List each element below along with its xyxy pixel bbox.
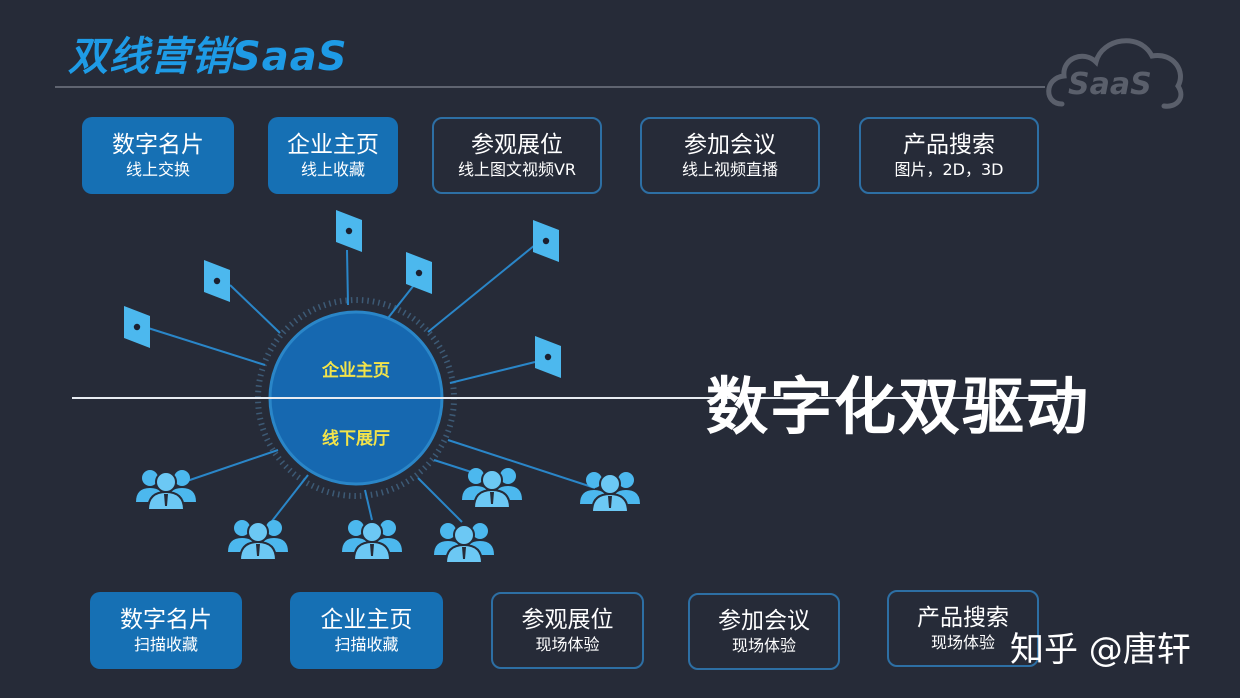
box-title: 产品搜索 xyxy=(917,604,1009,631)
bottom-box-conference[interactable]: 参加会议 现场体验 xyxy=(688,593,840,670)
title-divider xyxy=(55,86,1045,88)
device-node-icon[interactable] xyxy=(124,306,150,348)
device-node-icon[interactable] xyxy=(533,220,559,262)
box-title: 数字名片 xyxy=(112,131,204,158)
box-title: 企业主页 xyxy=(320,606,413,633)
bottom-box-booth-visit[interactable]: 参观展位 现场体验 xyxy=(491,592,644,669)
top-box-business-card[interactable]: 数字名片 线上交换 xyxy=(82,117,234,194)
bottom-box-business-card[interactable]: 数字名片 扫描收藏 xyxy=(90,592,242,669)
people-group-icon[interactable] xyxy=(227,519,289,561)
box-subtitle: 现场体验 xyxy=(731,635,796,655)
box-title: 产品搜索 xyxy=(903,131,995,158)
offline-nodes xyxy=(135,467,641,564)
top-box-product-search[interactable]: 产品搜索 图片，2D，3D xyxy=(859,117,1039,194)
box-title: 数字名片 xyxy=(120,606,212,633)
box-title: 参观展位 xyxy=(471,131,563,158)
people-group-icon[interactable] xyxy=(461,467,523,509)
box-subtitle: 现场体验 xyxy=(535,634,600,654)
box-subtitle: 图片，2D，3D xyxy=(894,159,1004,179)
cloud-label: SaaS xyxy=(1068,67,1152,102)
box-title: 企业主页 xyxy=(287,131,379,158)
bottom-box-company-page[interactable]: 企业主页 扫描收藏 xyxy=(290,592,443,669)
online-spokes xyxy=(147,244,536,384)
device-node-icon[interactable] xyxy=(406,252,432,294)
people-group-icon[interactable] xyxy=(433,522,495,564)
device-node-icon[interactable] xyxy=(336,210,362,252)
box-subtitle: 线上图文视频VR xyxy=(457,159,577,179)
box-subtitle: 线上收藏 xyxy=(300,159,365,179)
saas-cloud-icon: SaaS xyxy=(1046,38,1184,109)
headline: 数字化双驱动 xyxy=(706,370,1091,443)
people-group-icon[interactable] xyxy=(579,471,641,513)
box-title: 参加会议 xyxy=(718,607,810,634)
box-title: 参加会议 xyxy=(684,131,776,158)
top-box-booth-visit[interactable]: 参观展位 线上图文视频VR xyxy=(432,117,602,194)
box-subtitle: 线上视频直播 xyxy=(681,159,778,179)
page-title: 双线营销SaaS xyxy=(68,34,348,80)
box-subtitle: 线上交换 xyxy=(125,159,190,179)
bottom-box-product-search[interactable]: 产品搜索 现场体验 xyxy=(887,590,1039,667)
box-subtitle: 扫描收藏 xyxy=(334,634,399,654)
top-box-company-page[interactable]: 企业主页 线上收藏 xyxy=(268,117,398,194)
box-subtitle: 现场体验 xyxy=(930,632,995,652)
people-group-icon[interactable] xyxy=(135,469,197,511)
people-group-icon[interactable] xyxy=(341,519,403,561)
hub-top-label: 企业主页 xyxy=(322,361,390,381)
box-title: 参观展位 xyxy=(521,606,614,633)
device-node-icon[interactable] xyxy=(204,260,230,302)
top-box-conference[interactable]: 参加会议 线上视频直播 xyxy=(640,117,820,194)
device-node-icon[interactable] xyxy=(535,336,561,378)
hub-bottom-label: 线下展厅 xyxy=(322,429,390,449)
box-subtitle: 扫描收藏 xyxy=(133,634,198,654)
watermark: 知乎 @唐轩 xyxy=(1010,630,1191,670)
